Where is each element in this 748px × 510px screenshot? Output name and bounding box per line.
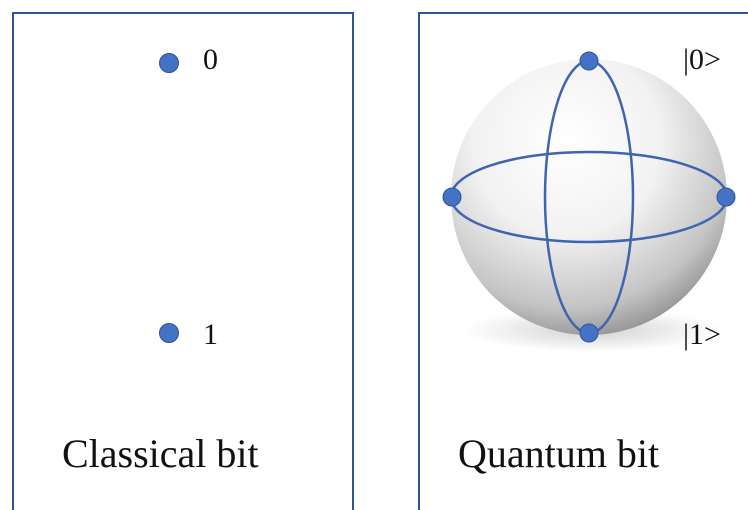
north-pole-dot (579, 51, 599, 71)
south-pole-dot (579, 323, 599, 343)
quantum-bit-caption: Quantum bit (458, 431, 660, 476)
classical-bit-panel (12, 12, 354, 510)
bloch-sphere (442, 51, 736, 352)
classical-state-1-dot (159, 323, 179, 343)
quantum-state-1-label: |1> (683, 318, 721, 351)
classical-bit-caption: Classical bit (62, 431, 259, 476)
quantum-state-0-label: |0> (683, 43, 721, 76)
classical-state-0-label: 0 (203, 43, 218, 76)
classical-state-0-dot (159, 53, 179, 73)
equator-left-dot (442, 187, 462, 207)
sphere-body (451, 59, 727, 335)
classical-state-1-label: 1 (203, 318, 218, 351)
equator-right-dot (716, 187, 736, 207)
